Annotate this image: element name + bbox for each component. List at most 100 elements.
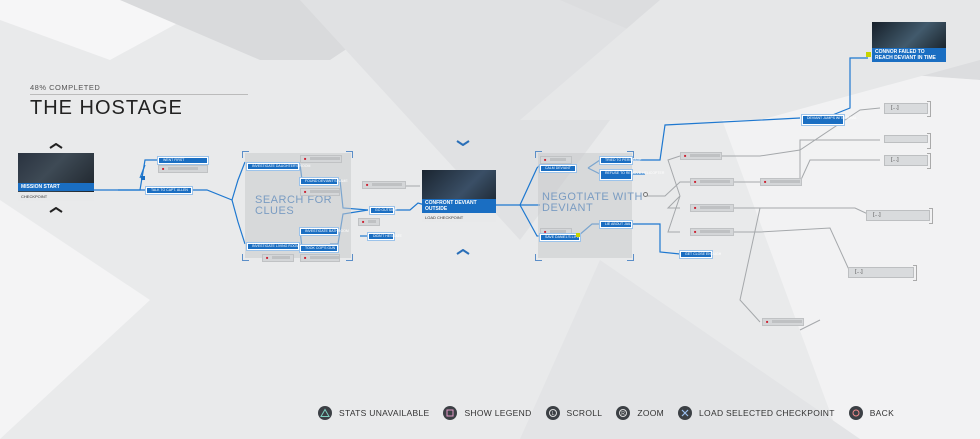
- locked-text-placeholder: [700, 230, 730, 233]
- triangle-icon: [318, 406, 332, 420]
- ending-label: CONNOR FAILED TO REACH DEVIANT IN TIME: [872, 48, 946, 62]
- node-tried-to-persuade[interactable]: TRIED TO PERSUADE: [600, 157, 641, 164]
- controls-bar: STATS UNAVAILABLE SHOW LEGEND L SCROLL R…: [318, 403, 908, 423]
- ending-label-line: REACH DEVIANT IN TIME: [875, 55, 936, 61]
- ending-card[interactable]: CONNOR FAILED TO REACH DEVIANT IN TIME: [872, 22, 946, 62]
- node-label: WENT FIRST: [163, 158, 185, 162]
- square-icon: [443, 406, 458, 420]
- locked-text-placeholder: [550, 230, 566, 233]
- control-stats[interactable]: STATS UNAVAILABLE: [318, 406, 429, 420]
- control-scroll[interactable]: L SCROLL: [545, 406, 603, 420]
- lock-icon: ■: [162, 166, 165, 171]
- ending-marker-icon: [866, 52, 871, 57]
- node-took-cops-gun[interactable]: TOOK COP'S GUN: [300, 245, 338, 252]
- node-found-deviants-name[interactable]: FOUND DEVIANT'S NAME: [300, 178, 348, 185]
- node-lie-about-jail[interactable]: LIE ABOUT JAIL: [600, 221, 632, 228]
- locked-node[interactable]: ■: [540, 156, 572, 164]
- node-label: TALK TO CAPT. ALLEN: [151, 188, 188, 192]
- node-label: INVESTIGATE DAUGHTER'S ROOM: [252, 164, 311, 168]
- control-label: BACK: [869, 408, 895, 418]
- chevron-up-icon[interactable]: [49, 207, 63, 213]
- ending-label-line: CONNOR FAILED TO: [875, 49, 925, 55]
- lock-icon: ■: [684, 153, 687, 158]
- locked-node[interactable]: ■: [690, 228, 734, 236]
- confront-load-checkpoint: LOAD CHECKPOINT: [422, 213, 496, 222]
- locked-node[interactable]: ■: [300, 155, 342, 163]
- node-investigate-bathroom[interactable]: INVESTIGATE BATHROOM: [300, 228, 349, 235]
- locked-node[interactable]: ■: [762, 318, 804, 326]
- lock-icon: ■: [544, 229, 547, 234]
- svg-text:L: L: [551, 411, 554, 417]
- locked-node[interactable]: ■: [690, 204, 734, 212]
- mission-start-card[interactable]: MISSION START CHECKPOINT: [18, 153, 94, 201]
- confront-deviant-card[interactable]: CONFRONT DEVIANT OUTSIDE LOAD CHECKPOINT: [422, 170, 496, 222]
- section-bracket: [535, 151, 542, 158]
- control-load-checkpoint[interactable]: LOAD SELECTED CHECKPOINT: [678, 406, 835, 420]
- locked-text-placeholder: [368, 220, 376, 223]
- section-bracket: [535, 254, 542, 261]
- chevron-up-icon[interactable]: [49, 143, 63, 149]
- unknown-node[interactable]: [...]: [866, 208, 933, 224]
- unknown-label: [...]: [873, 212, 881, 218]
- control-show-legend[interactable]: SHOW LEGEND: [443, 406, 531, 420]
- locked-node[interactable]: ■: [300, 188, 340, 196]
- node-label: LIE ABOUT JAIL: [605, 222, 632, 226]
- control-back[interactable]: BACK: [848, 406, 895, 420]
- node-save-daniels-life[interactable]: SAVE DANIEL'S LIFE: [540, 234, 580, 241]
- lock-icon: ■: [694, 229, 697, 234]
- node-deviant-jumps-with-emma[interactable]: DEVIANT JUMPS WITH EMMA: [802, 115, 856, 125]
- section-title-line: DEVIANT: [542, 202, 594, 214]
- control-label: SCROLL: [566, 408, 603, 418]
- lock-icon: ■: [304, 255, 307, 260]
- locked-node[interactable]: ■: [358, 218, 380, 226]
- node-label: TOOK COP'S GUN: [305, 246, 336, 250]
- node-label: INVESTIGATE LIVING ROOM: [252, 244, 300, 248]
- locked-node[interactable]: ■: [262, 254, 294, 262]
- unknown-node[interactable]: [...]: [884, 153, 931, 169]
- unknown-node[interactable]: [884, 133, 931, 149]
- locked-node[interactable]: ■: [680, 152, 722, 160]
- unknown-node[interactable]: [...]: [884, 101, 931, 117]
- control-label: SHOW LEGEND: [464, 408, 532, 418]
- locked-node[interactable]: ■: [760, 178, 802, 186]
- lock-icon: ■: [694, 205, 697, 210]
- node-label: SAVE DANIEL'S LIFE: [545, 235, 580, 239]
- section-bracket: [346, 151, 353, 158]
- lock-icon: ■: [362, 219, 365, 224]
- lock-icon: ■: [544, 157, 547, 162]
- locked-text-placeholder: [272, 256, 290, 259]
- node-refuse-remove-helicopter[interactable]: REFUSE TO REMOVE HELICOPTER: [600, 170, 664, 180]
- locked-node[interactable]: ■: [158, 165, 208, 173]
- locked-text-placeholder: [770, 180, 800, 183]
- node-investigate-living-room[interactable]: INVESTIGATE LIVING ROOM: [247, 243, 299, 250]
- locked-node[interactable]: ■: [300, 254, 340, 262]
- section-bracket: [346, 254, 353, 261]
- chevron-down-icon[interactable]: [456, 140, 470, 146]
- lock-icon: ■: [366, 182, 369, 187]
- confront-label-line: CONFRONT DEVIANT: [425, 200, 477, 206]
- lock-icon: ■: [766, 319, 769, 324]
- node-get-close-enough[interactable]: GET CLOSE ENOUGH: [680, 251, 721, 258]
- section-title-line: NEGOTIATE WITH: [542, 191, 643, 203]
- lock-icon: ■: [764, 179, 767, 184]
- completed-label: COMPLETED: [49, 83, 101, 92]
- node-didnt-hesitate[interactable]: DIDN'T HESITATE: [368, 233, 402, 240]
- locked-text-placeholder: [168, 167, 198, 170]
- control-zoom[interactable]: R ZOOM: [616, 406, 664, 420]
- locked-node[interactable]: ■: [690, 178, 734, 186]
- node-investigate-daughters-room[interactable]: INVESTIGATE DAUGHTER'S ROOM: [247, 163, 310, 170]
- node-talk-to-capt[interactable]: TALK TO CAPT. ALLEN: [146, 187, 192, 194]
- chevron-up-icon[interactable]: [456, 249, 470, 255]
- svg-text:R: R: [622, 411, 626, 417]
- locked-text-placeholder: [690, 154, 720, 157]
- node-go-outside[interactable]: GO OUTSIDE: [370, 207, 397, 214]
- lock-icon: ■: [694, 179, 697, 184]
- chapter-title: THE HOSTAGE: [30, 97, 183, 119]
- section-bracket: [627, 151, 634, 158]
- section-title-search-for-clues: SEARCH FOR CLUES: [255, 195, 332, 217]
- node-calm-deviant[interactable]: CALM DEVIANT: [540, 165, 576, 172]
- node-label: TRIED TO PERSUADE: [605, 158, 642, 162]
- unknown-node[interactable]: [...]: [848, 265, 917, 281]
- node-went-first[interactable]: WENT FIRST: [158, 157, 208, 164]
- locked-node[interactable]: ■: [362, 181, 406, 189]
